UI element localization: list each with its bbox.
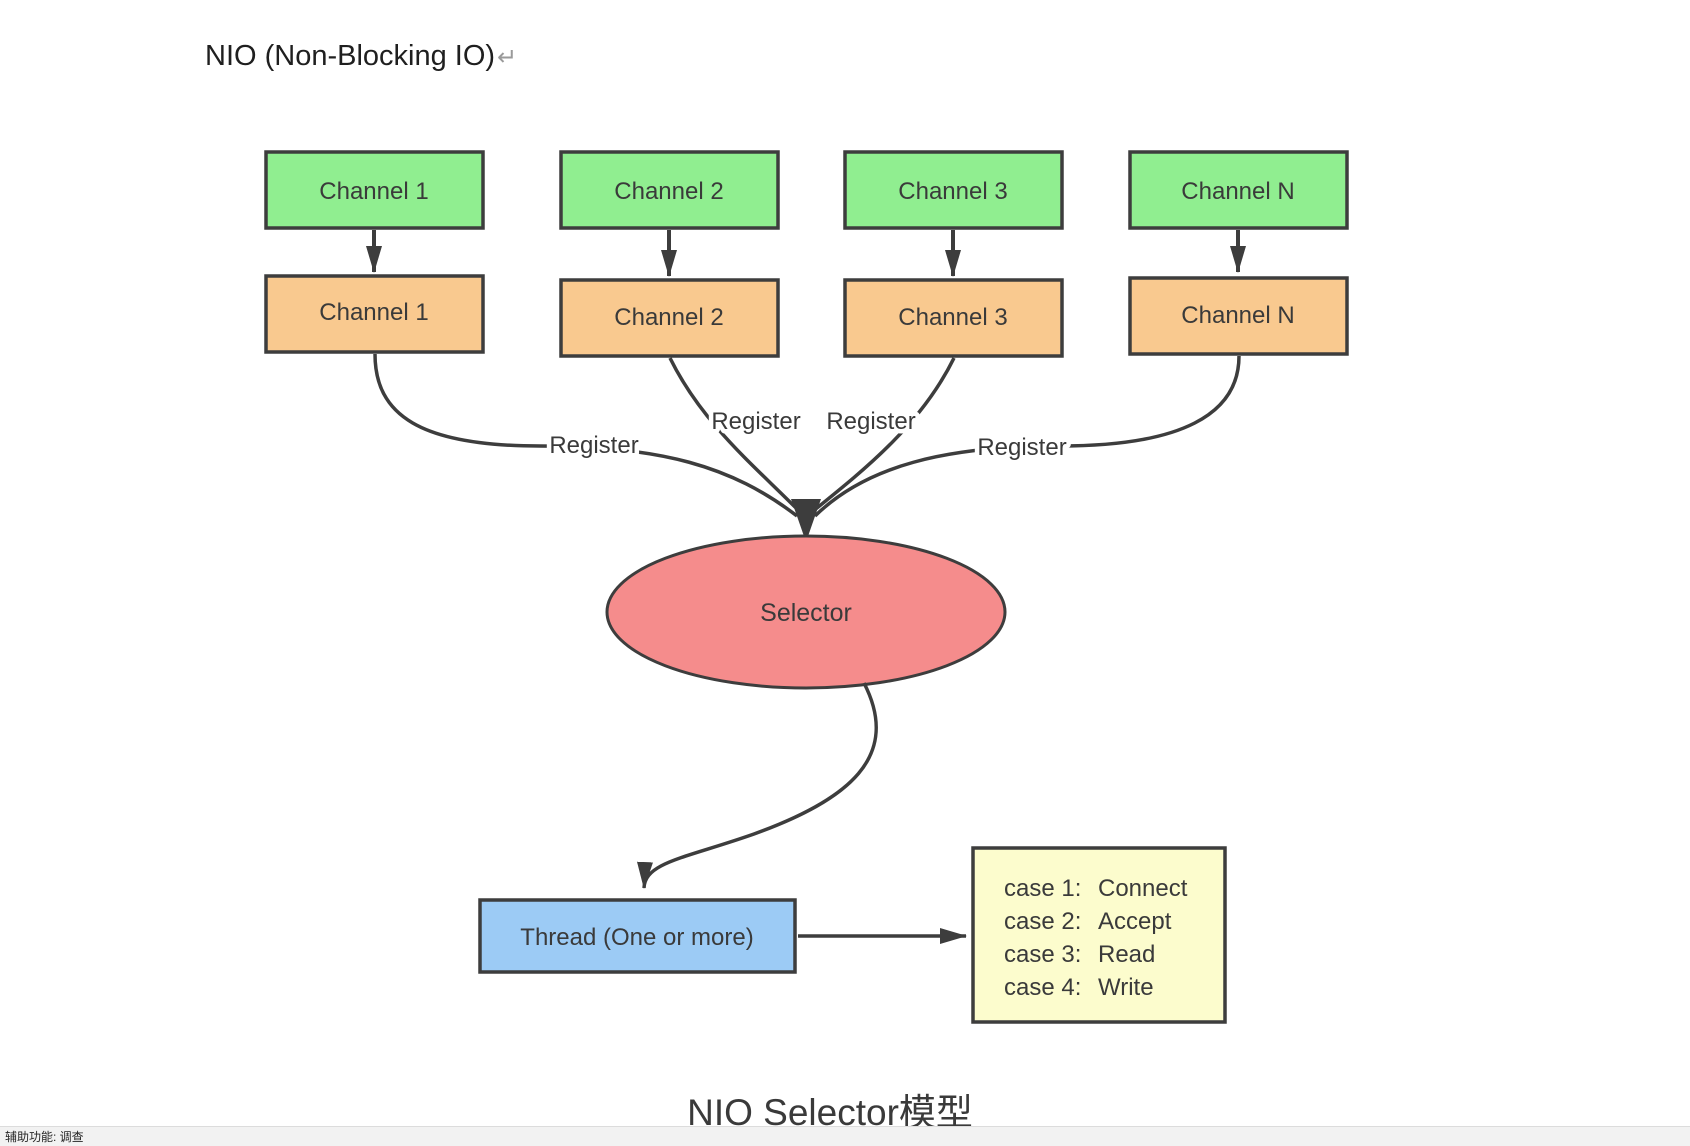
channel-3-bottom-label: Channel 3 [898,304,1007,331]
case-4-value: Write [1098,974,1154,1001]
thread-label: Thread (One or more) [520,924,753,951]
register-label-1: Register [549,432,638,459]
channel-2-top-label: Channel 2 [614,178,723,205]
status-bar: 辅助功能: 调查 [0,1126,1690,1146]
register-label-3: Register [826,408,915,435]
channel-n-top-label: Channel N [1181,178,1294,205]
channel-3-top-box [843,150,1064,230]
converge-arrowhead [791,499,821,542]
selector-to-thread-curve [637,682,878,889]
channel-down-arrows [366,230,1246,277]
selector-ellipse [605,534,1007,690]
thread-box [478,898,797,974]
paragraph-mark-icon: ↵ [497,44,518,71]
cases-box [971,846,1227,1024]
register-curve-n [813,355,1241,518]
case-1-label: case 1: [1004,875,1081,902]
document-title-text: NIO (Non-Blocking IO) [205,40,496,72]
case-2-label: case 2: [1004,908,1081,935]
channel-1-bottom-label: Channel 1 [319,299,428,326]
case-2-value: Accept [1098,908,1172,935]
channel-3-bottom-box [843,278,1064,358]
cases-text: case 1: Connect case 2: Accept case 3: R… [1004,875,1188,1001]
selector-label: Selector [760,599,852,627]
case-1-value: Connect [1098,875,1188,902]
register-curve-2 [668,357,802,514]
channel-n-bottom-box [1128,276,1349,356]
channel-1-top-label: Channel 1 [319,178,428,205]
channel-2-bottom-label: Channel 2 [614,304,723,331]
channel-n-top-box [1128,150,1349,230]
case-3-value: Read [1098,941,1155,968]
case-4-label: case 4: [1004,974,1081,1001]
register-curve-3 [810,357,956,514]
channel-1-bottom-box [264,274,485,354]
register-curve-1 [373,353,799,518]
case-3-label: case 3: [1004,941,1081,968]
register-label-n: Register [977,434,1066,461]
channel-3-top-label: Channel 3 [898,178,1007,205]
document-heading: NIO (Non-Blocking IO)↵ [205,40,517,73]
channel-1-top-box [264,150,485,230]
register-curves [373,353,1241,518]
channel-2-bottom-box [559,278,780,358]
channel-2-top-box [559,150,780,230]
register-label-2: Register [711,408,800,435]
channel-n-bottom-label: Channel N [1181,302,1294,329]
accessibility-status-button[interactable]: 辅助功能: 调查 [5,1130,84,1144]
channel-bottom-row: Channel 1 Channel 2 Channel 3 Channel N [264,274,1349,358]
channel-top-row: Channel 1 Channel 2 Channel 3 Channel N [264,150,1349,230]
